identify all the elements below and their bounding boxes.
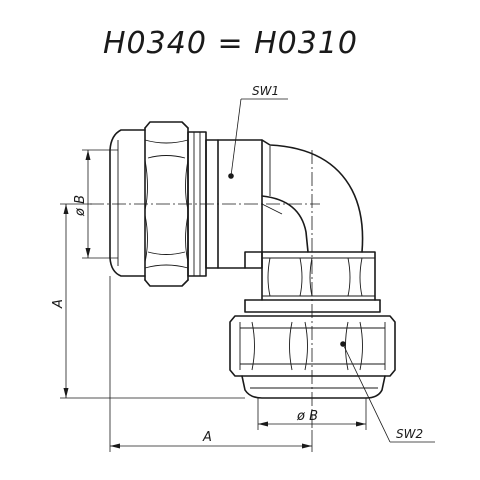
label-sw1: SW1 — [252, 84, 279, 98]
dim-a-vertical — [60, 203, 245, 399]
label-diam-b-horizontal: ø B — [296, 409, 318, 424]
leader-sw1 — [228, 98, 288, 179]
center-lines — [90, 150, 320, 430]
leader-sw2 — [340, 341, 435, 443]
label-a-horizontal: A — [202, 430, 212, 445]
dim-diam-b-horizontal — [257, 398, 367, 430]
lower-connector — [229, 315, 396, 399]
label-sw2: SW2 — [396, 427, 423, 441]
dim-a-horizontal — [109, 276, 313, 452]
drawing-title: H0340 = H0310 — [103, 26, 358, 61]
label-diam-b-vertical: ø B — [73, 195, 88, 217]
elbow-body — [217, 139, 381, 313]
label-a-vertical: A — [51, 299, 66, 309]
